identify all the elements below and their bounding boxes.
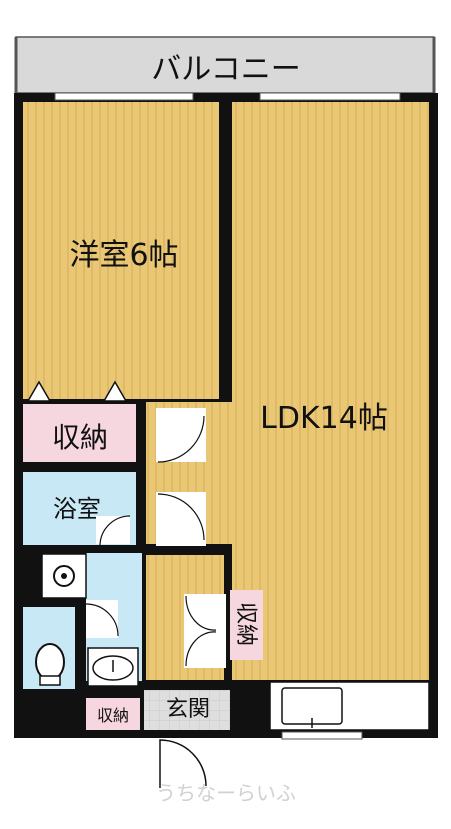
toilet-icon bbox=[35, 643, 65, 681]
closet-main bbox=[23, 404, 136, 462]
entrance-label: 玄関 bbox=[166, 697, 210, 722]
window-western-room bbox=[54, 92, 194, 101]
ldk-room bbox=[232, 102, 429, 680]
closet-door-right bbox=[102, 380, 128, 402]
watermark: うちなーらいふ bbox=[156, 781, 296, 805]
window-kitchen bbox=[281, 731, 363, 740]
entrance-floor bbox=[144, 690, 230, 730]
balcony-label: バルコニー bbox=[151, 52, 300, 87]
entrance-door bbox=[160, 740, 206, 790]
closet-main-label: 収納 bbox=[52, 421, 108, 454]
ldk-label: LDK14帖 bbox=[260, 401, 388, 436]
closet-small bbox=[86, 698, 140, 730]
western-room-label: 洋室6帖 bbox=[69, 238, 178, 273]
western-room bbox=[23, 102, 219, 399]
kitchen-counter bbox=[269, 681, 430, 731]
balcony-area bbox=[15, 36, 435, 94]
closet-side bbox=[230, 590, 263, 660]
closet-door-left bbox=[26, 380, 52, 402]
closet-small-label: 収納 bbox=[97, 706, 129, 725]
closet-side-label: 収納 bbox=[233, 602, 258, 646]
bath-label: 浴室 bbox=[53, 495, 101, 523]
window-ldk bbox=[259, 92, 401, 101]
drain-icon bbox=[53, 565, 75, 587]
